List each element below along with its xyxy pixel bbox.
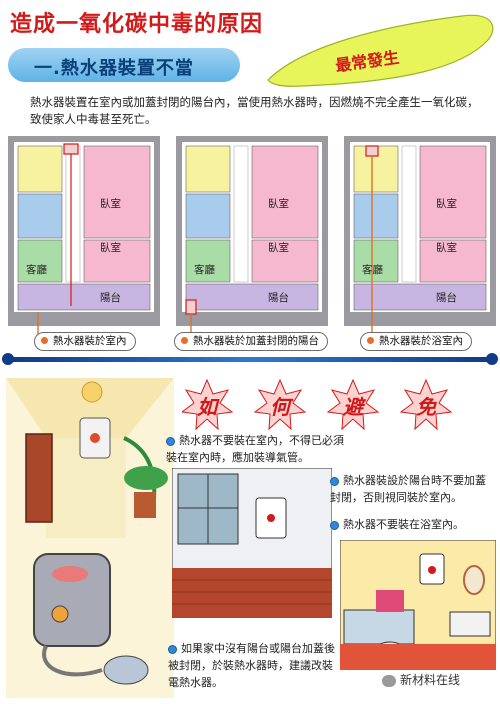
illustration-balcony [172, 468, 332, 618]
prevention-bullet-4: 如果家中沒有陽台或陽台加蓋後被封閉，於裝熱水器時，建議改裝電熱水器。 [168, 640, 336, 691]
watermark: 新材料在线 [382, 671, 460, 688]
wechat-icon [382, 674, 396, 687]
bullet-text: 如果家中沒有陽台或陽台加蓋後被封閉，於裝熱水器時，建議改裝電熱水器。 [168, 642, 335, 689]
bullet-dot-icon [330, 520, 339, 530]
caption-dot-icon [41, 337, 48, 344]
subtitle-banner [8, 48, 240, 82]
floor-plan-3 [344, 136, 496, 336]
section-subtitle: 一.熱水器裝置不當 [34, 58, 194, 79]
illustration-bathroom [340, 540, 496, 670]
floor-plan-1 [8, 136, 160, 336]
room-label: 臥室 [436, 242, 457, 254]
room-label: 臥室 [100, 198, 121, 210]
heading-char-1: 如 [197, 395, 217, 419]
bullet-text: 熱水器不要裝在室內，不得已必須裝在室內時，應加裝導氣管。 [166, 434, 344, 464]
plan-caption-1: 熱水器裝於室內 [34, 332, 136, 351]
room-label: 陽台 [436, 292, 457, 304]
heading-char-2: 何 [270, 395, 290, 419]
bullet-dot-icon [166, 436, 175, 446]
divider-dot-icon [486, 353, 498, 365]
bullet-text: 熱水器不要裝在浴室內。 [343, 518, 464, 531]
prevention-bullet-1: 熱水器不要裝在室內，不得已必須裝在室內時，應加裝導氣管。 [166, 432, 346, 466]
bullet-text: 熱水器裝設於陽台時不要加蓋封閉，否則視同裝於室內。 [330, 474, 486, 504]
room-label: 客廳 [194, 264, 215, 276]
bullet-dot-icon [168, 644, 177, 654]
heading-char-3: 避 [343, 395, 363, 419]
bullet-dot-icon [330, 476, 339, 486]
illustration-heater-room [6, 378, 174, 698]
prevention-heading-bg [182, 378, 453, 431]
room-label: 臥室 [268, 198, 289, 210]
divider-dot-icon [2, 353, 14, 365]
room-label: 陽台 [100, 292, 121, 304]
caption-dot-icon [367, 337, 374, 344]
room-label: 臥室 [268, 242, 289, 254]
plan-caption-2: 熱水器裝於加蓋封閉的陽台 [174, 332, 328, 351]
floor-plans [8, 136, 496, 336]
room-label: 臥室 [100, 242, 121, 254]
caption-text: 熱水器裝於室內 [53, 335, 127, 347]
page-title: 造成一氧化碳中毒的原因 [10, 12, 264, 37]
prevention-bullet-2: 熱水器裝設於陽台時不要加蓋封閉，否則視同裝於室內。 [330, 472, 496, 506]
badge-bubble [267, 14, 494, 87]
room-label: 客廳 [362, 264, 383, 276]
room-label: 客廳 [26, 264, 47, 276]
heading-char-4: 免 [416, 395, 436, 419]
floor-plan-2 [176, 136, 328, 336]
prevention-bullet-3: 熱水器不要裝在浴室內。 [330, 516, 496, 533]
room-label: 陽台 [268, 292, 289, 304]
room-label: 臥室 [436, 198, 457, 210]
caption-text: 熱水器裝於浴室內 [379, 335, 463, 347]
caption-text: 熱水器裝於加蓋封閉的陽台 [193, 335, 319, 347]
caption-dot-icon [181, 337, 188, 344]
description-text: 熱水器裝置在室內或加蓋封閉的陽台內，當使用熱水器時，因燃燒不完全產生一氧化碳，致… [30, 95, 479, 126]
section-divider [8, 357, 494, 362]
plan-caption-3: 熱水器裝於浴室內 [360, 332, 472, 351]
